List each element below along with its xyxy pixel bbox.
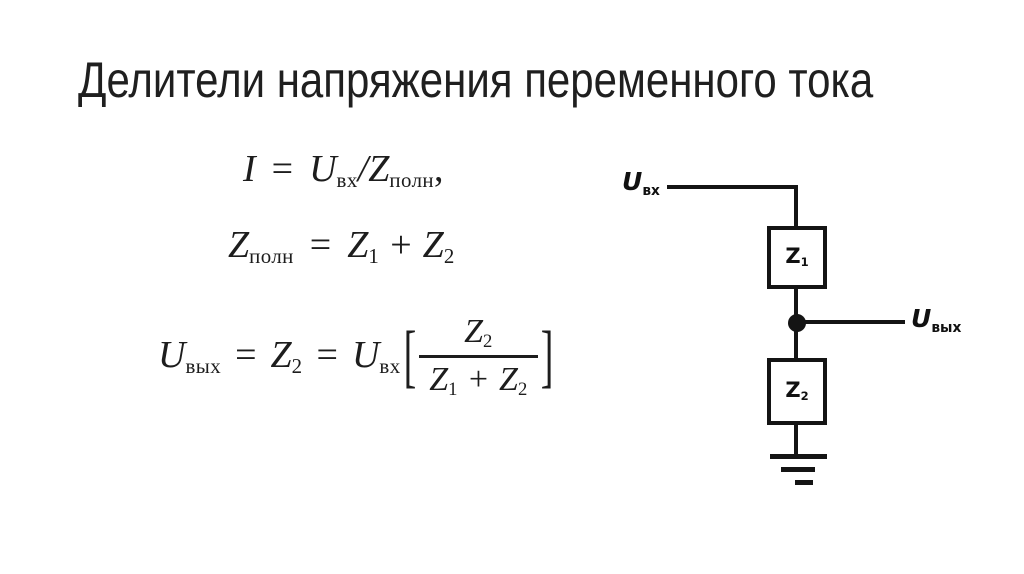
subscript-1: 1	[448, 379, 458, 401]
subscript-2: 2	[443, 243, 455, 268]
comma: ,	[434, 148, 444, 190]
wire-output	[798, 320, 905, 324]
impedance-symbol: Z	[785, 378, 801, 403]
right-bracket: ]	[540, 318, 554, 396]
subscript-input: вх	[336, 167, 358, 192]
input-subscript: вх	[642, 182, 660, 199]
var-total-impedance: Z	[368, 148, 390, 190]
junction-node-dot	[788, 314, 806, 332]
plus-sign: +	[468, 360, 489, 398]
z1-subscript: 1	[800, 255, 809, 270]
ground-line-long	[770, 454, 827, 459]
z1-label: Z1	[785, 246, 808, 269]
left-bracket: [	[403, 318, 417, 396]
equals-sign: =	[235, 334, 257, 377]
subscript-input: вх	[379, 354, 401, 379]
formula-main-part: Uвых = Z2 = Uвх	[158, 336, 401, 377]
var-current: I	[243, 148, 256, 190]
formula-impedance-sum: Zполн=Z1+Z2	[228, 226, 455, 267]
impedance-ratio-fraction: Z2 Z1+Z2	[419, 314, 538, 401]
subscript-2: 2	[517, 379, 528, 401]
var-z2: Z	[422, 224, 444, 266]
subscript-2: 2	[483, 331, 493, 353]
equals-sign: =	[271, 148, 294, 190]
slide-title: Делители напряжения переменного тока	[78, 52, 874, 108]
fraction-numerator: Z2	[458, 314, 499, 355]
subscript-total: полн	[249, 243, 294, 268]
output-subscript: вых	[931, 319, 962, 336]
impedance-z1-box: Z1	[767, 226, 827, 289]
ground-line-short	[795, 480, 813, 485]
var-z2: Z	[270, 334, 292, 377]
wire-z2-to-ground	[794, 423, 798, 456]
formula-output-voltage: Uвых=Z2=Uвх [ Z2 Z1+Z2 ]	[158, 314, 556, 400]
var-input-voltage: U	[351, 334, 380, 377]
z2-label: Z2	[785, 380, 808, 403]
wire-input-horizontal	[667, 185, 798, 189]
equals-sign: =	[316, 334, 338, 377]
fraction-denominator: Z1+Z2	[419, 354, 538, 401]
z2-subscript: 2	[800, 389, 809, 404]
var-z2: Z	[499, 360, 518, 398]
subscript-1: 1	[368, 243, 380, 268]
subscript-total: полн	[389, 167, 435, 192]
var-z1: Z	[429, 360, 449, 398]
impedance-z2-box: Z2	[767, 358, 827, 425]
divide-slash: /	[357, 148, 369, 190]
var-z1: Z	[347, 224, 369, 266]
output-voltage-label: Uвых	[911, 306, 961, 336]
wire-input-vertical	[794, 185, 798, 230]
var-z2: Z	[464, 313, 484, 350]
input-voltage-label: Uвх	[622, 169, 660, 199]
subscript-2: 2	[291, 354, 303, 379]
var-total-impedance: Z	[228, 224, 250, 266]
equals-sign: =	[309, 224, 332, 266]
voltage-symbol: U	[622, 167, 643, 196]
var-input-voltage: U	[309, 148, 337, 190]
voltage-symbol: U	[911, 304, 932, 333]
ground-line-medium	[781, 467, 815, 472]
var-output-voltage: U	[158, 334, 186, 377]
subscript-output: вых	[185, 354, 222, 379]
impedance-symbol: Z	[785, 244, 801, 269]
formula-current-equation: I = Uвх/Zполн,	[243, 150, 444, 191]
plus-sign: +	[390, 224, 412, 266]
